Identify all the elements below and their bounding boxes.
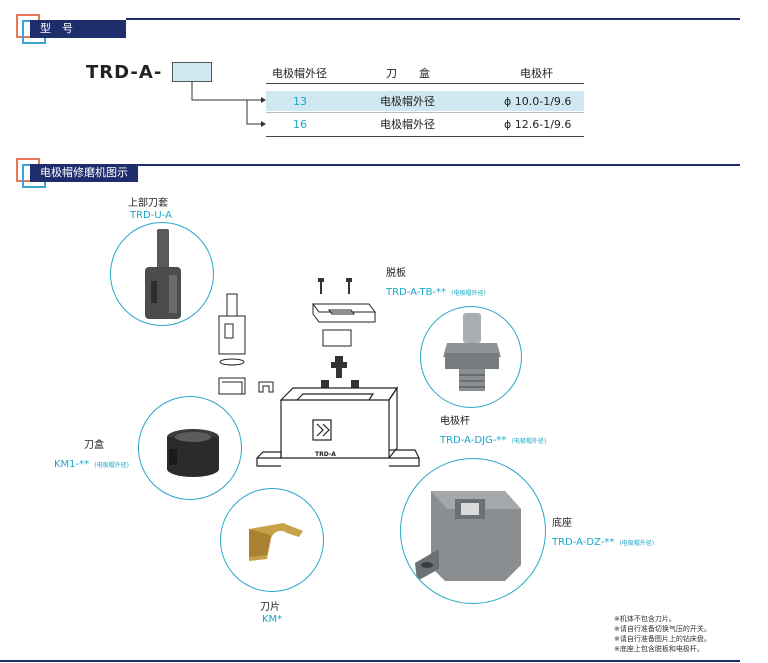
notes: ※机体不包含刀片。 ※请自行准备切换气压的开关。 ※请自行准备图片上的钻床盘。 … xyxy=(614,614,711,654)
section2-rule xyxy=(138,164,740,166)
machine-exploded-drawing: TRD-A xyxy=(218,278,420,467)
row2-diameter: 16 xyxy=(293,118,307,131)
note-4: ※底座上包含脱板和电极杆。 xyxy=(614,645,704,653)
base-code: TRD-A-DZ-** xyxy=(552,537,615,548)
machine-label: TRD-A xyxy=(315,451,336,458)
plate-code: TRD-A-TB-** xyxy=(386,287,447,298)
blade-circle xyxy=(220,488,324,592)
note-2: ※请自行准备切换气压的开关。 xyxy=(614,625,711,633)
table-rule-top xyxy=(266,83,584,84)
section1-rule xyxy=(126,18,740,20)
box-name: 刀盒 xyxy=(84,440,104,451)
upper-sleeve-image xyxy=(145,229,181,319)
row1-box: 电极帽外径 xyxy=(380,95,435,108)
rod-image xyxy=(443,313,501,391)
header-diameter: 电极帽外径 xyxy=(272,67,327,80)
section2-title: 电极帽修磨机图示 xyxy=(30,164,138,182)
rod-name: 电极杆 xyxy=(440,416,470,427)
table-rule-bottom xyxy=(266,136,584,137)
table-row-highlight xyxy=(266,91,584,111)
rod-note: (电极帽外径) xyxy=(511,438,547,445)
note-1: ※机体不包含刀片。 xyxy=(614,615,676,623)
blade-name: 刀片 xyxy=(260,602,280,613)
row1-rod: ϕ 10.0-1/9.6 xyxy=(504,95,572,108)
header-rod: 电极杆 xyxy=(520,67,553,80)
base-note: (电极帽外径) xyxy=(619,540,655,547)
model-code-box xyxy=(172,62,212,82)
table-rule-mid xyxy=(266,112,584,113)
footer-rule xyxy=(0,660,740,662)
blade-code: KM* xyxy=(262,614,283,625)
row2-rod: ϕ 12.6-1/9.6 xyxy=(504,118,572,131)
plate-note: (电极帽外径) xyxy=(451,290,486,297)
rod-code-row: TRD-A-DJG-** (电极帽外径) xyxy=(440,428,546,447)
upper-sleeve-circle xyxy=(110,222,214,326)
upper-code: TRD-U-A xyxy=(130,210,172,221)
plate-name: 脱板 xyxy=(386,268,406,279)
base-name: 底座 xyxy=(552,518,572,529)
cutter-box-image xyxy=(167,429,219,477)
connector-lines xyxy=(191,82,266,127)
row1-diameter: 13 xyxy=(293,95,307,108)
cutter-box-circle xyxy=(138,396,242,500)
box-note: (电极帽外径) xyxy=(94,462,129,469)
header-box: 刀 盒 xyxy=(386,67,430,80)
note-3: ※请自行准备图片上的钻床盘。 xyxy=(614,635,711,643)
box-code-row: KM1-** (电极帽外径) xyxy=(54,452,129,471)
base-code-row: TRD-A-DZ-** (电极帽外径) xyxy=(552,530,654,549)
row2-box: 电极帽外径 xyxy=(380,118,435,131)
rod-code: TRD-A-DJG-** xyxy=(440,435,507,446)
section1-title: 型 号 xyxy=(30,20,126,38)
model-prefix: TRD-A- xyxy=(86,62,163,83)
upper-name: 上部刀套 xyxy=(128,198,168,209)
plate-code-row: TRD-A-TB-** (电极帽外径) xyxy=(386,280,486,299)
base-image xyxy=(415,491,521,581)
base-circle xyxy=(400,458,546,604)
blade-image xyxy=(249,523,303,561)
rod-circle xyxy=(420,306,522,408)
box-code: KM1-** xyxy=(54,459,90,470)
